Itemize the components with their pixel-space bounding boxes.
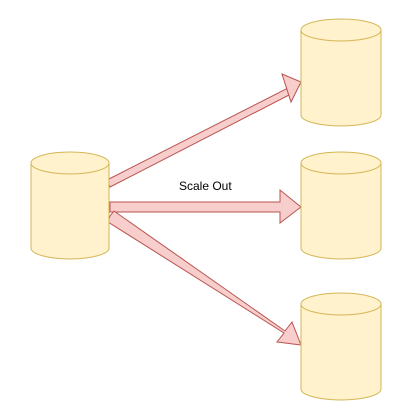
arrow-to-target-db-1 [106,87,292,188]
arrow-to-target-db-2 [109,188,302,225]
target-db-2-cylinder[interactable] [300,151,382,260]
scale-out-label: Scale Out [179,179,232,193]
arrow-to-target-db-1-head [281,73,302,104]
arrow-to-target-db-3 [107,210,302,346]
target-db-1-cylinder[interactable] [300,18,382,127]
target-db-3-cylinder[interactable] [300,292,382,401]
source-db-cylinder[interactable] [30,151,110,260]
